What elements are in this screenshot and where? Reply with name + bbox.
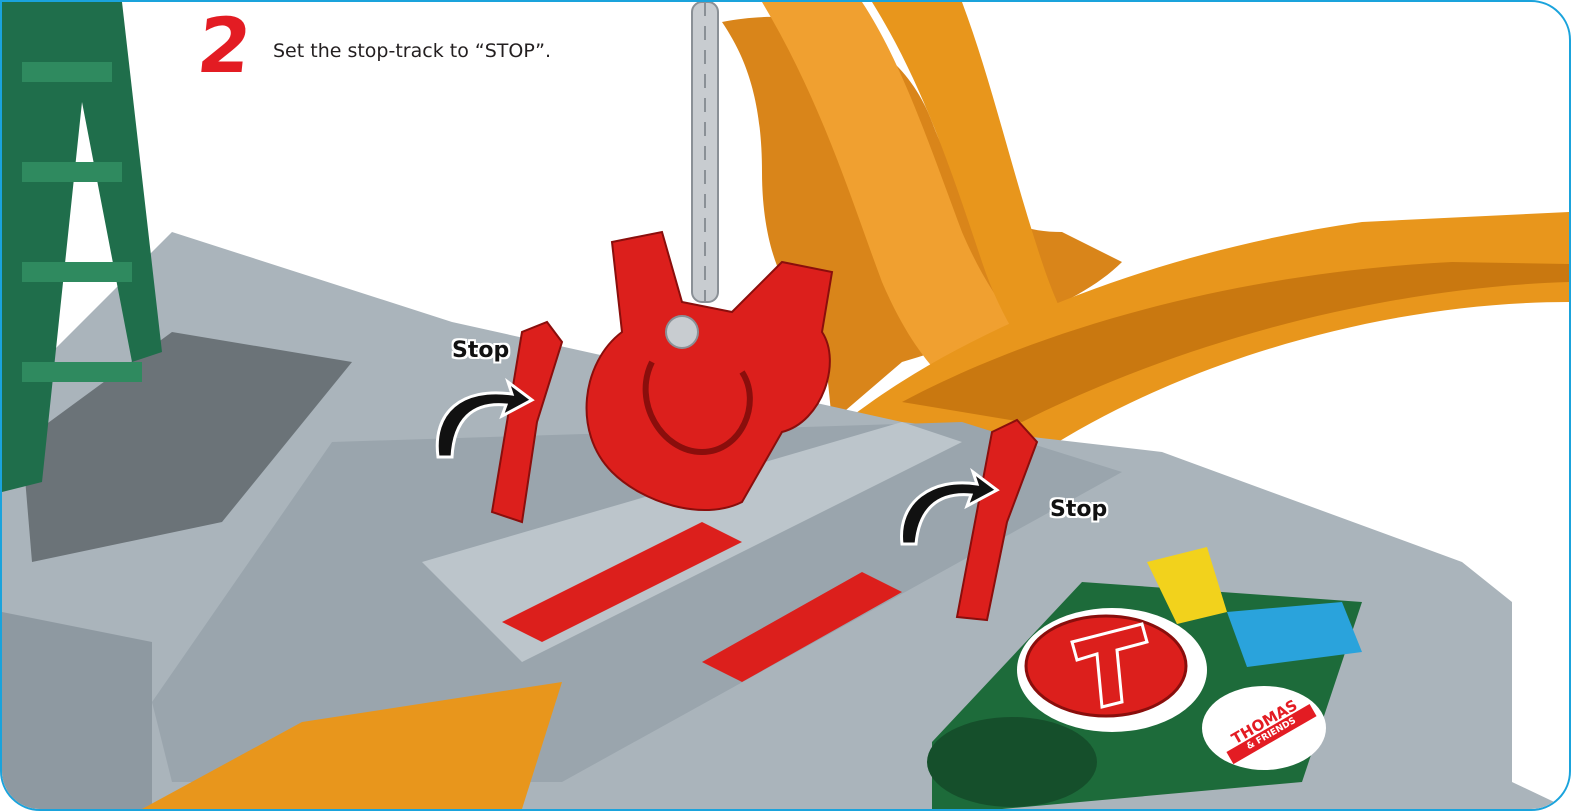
step-instruction: Set the stop-track to “STOP”. bbox=[273, 40, 551, 62]
stop-callout-right: Stop bbox=[1050, 497, 1107, 522]
step-number: 2 bbox=[194, 6, 252, 86]
t-button bbox=[1026, 616, 1186, 716]
speaker-grille bbox=[927, 717, 1097, 807]
chain bbox=[692, 2, 718, 302]
orange-raised-track bbox=[722, 2, 1569, 452]
stop-callout-left: Stop bbox=[452, 338, 509, 363]
